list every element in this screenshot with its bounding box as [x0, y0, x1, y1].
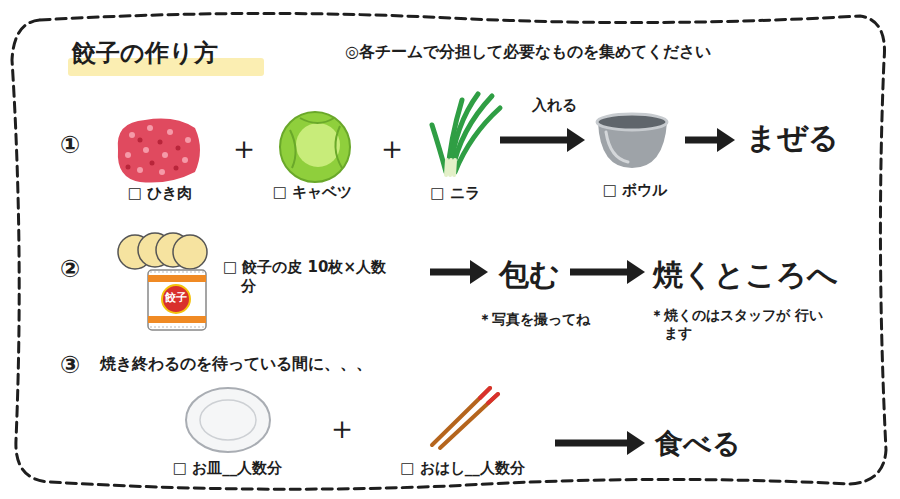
- arrow-head: [627, 431, 645, 455]
- plus-sign: ＋: [228, 128, 260, 170]
- bowl-icon: [606, 132, 628, 162]
- item-text: 焼くところへ: [653, 256, 838, 294]
- minced-meat-icon: [118, 119, 200, 183]
- cabbage-icon: [290, 118, 342, 168]
- arrow-shaft: [555, 440, 629, 447]
- minced-meat-icon: [185, 137, 191, 143]
- step-number: ③: [60, 350, 80, 381]
- action-word: 包む: [488, 253, 570, 297]
- action-word: まぜる: [735, 116, 850, 160]
- dumpling-wrapper-icon: [173, 235, 207, 269]
- item-text: □ ボウル: [603, 181, 667, 200]
- minced-meat-icon: [162, 152, 168, 158]
- flow-arrow: [500, 128, 585, 152]
- minced-meat-icon: [182, 157, 188, 163]
- plate-icon: [200, 400, 256, 440]
- dumpling-wrapper-icon: [162, 285, 190, 313]
- arrow-shaft: [685, 137, 719, 144]
- item-text: □ ニラ: [430, 184, 479, 203]
- chopsticks-icon: [488, 394, 498, 403]
- minced-meat-icon: [158, 140, 163, 145]
- step-heading: 焼き終わるのを待っている間に、、、: [100, 354, 372, 375]
- chive-icon: [432, 125, 446, 172]
- arrow-shaft: [430, 269, 472, 276]
- chopsticks-icon: [432, 388, 490, 445]
- plate-icon: [186, 388, 270, 452]
- item-text: □ おはし__人数分: [400, 459, 524, 478]
- chive-icon: [455, 108, 500, 172]
- chopsticks-icon: [480, 388, 490, 398]
- dumpling-wrapper-icon: [148, 275, 206, 282]
- minced-meat-icon: [138, 138, 143, 143]
- plus-sign: ＋: [376, 128, 408, 170]
- bowl-icon: [597, 114, 667, 168]
- minced-meat-icon: [137, 167, 143, 173]
- item-text: □ キャベツ: [273, 183, 352, 202]
- minced-meat-icon: [147, 125, 153, 131]
- item-text: まぜる: [746, 119, 839, 157]
- instruction-note: ◎各チームで分担して必要なものを集めてください: [345, 42, 711, 63]
- dumpling-wrapper-icon: [148, 270, 206, 330]
- item-text: 包む: [499, 256, 560, 294]
- ingredient-item: □ キャベツ: [255, 112, 370, 204]
- flow-arrow: [555, 431, 645, 455]
- chopsticks-icon: [440, 394, 498, 448]
- ingredient-item: □ 餃子の皮 10枚×人数分: [115, 228, 430, 333]
- item-text: □ お皿__人数分: [173, 459, 282, 478]
- flow-arrow: [570, 260, 645, 284]
- minced-meat-icon: [174, 166, 179, 171]
- flow-arrow: [430, 260, 488, 284]
- step-number: ①: [60, 130, 80, 161]
- arrow-head: [627, 260, 645, 284]
- minced-meat-icon: [126, 165, 131, 170]
- dashed-frame: [12, 13, 886, 489]
- minced-meat-icon: [125, 152, 131, 158]
- ingredient-item: □ ニラ: [410, 90, 500, 205]
- plus-sign: ＋: [326, 408, 358, 450]
- arrow-head: [470, 260, 488, 284]
- bowl-icon: [597, 114, 667, 130]
- plate-icon: [186, 388, 270, 452]
- minced-meat-icon: [176, 146, 181, 151]
- chopsticks-icon: [432, 388, 498, 448]
- minced-meat-icon: [150, 161, 155, 166]
- dumpling-wrapper-icon: [118, 233, 207, 330]
- item-text: □ ひき肉: [128, 184, 192, 203]
- edge-label: 入れる: [530, 96, 579, 116]
- tableware-item: □ お皿__人数分: [140, 380, 315, 480]
- cabbage-icon: [296, 123, 340, 167]
- arrow-head: [717, 128, 735, 152]
- item-text: □ 餃子の皮 10枚×人数分: [223, 258, 391, 296]
- minced-meat-icon: [143, 147, 149, 153]
- chive-icon: [432, 94, 500, 175]
- minced-meat-icon: [118, 119, 200, 183]
- minced-meat-icon: [129, 132, 135, 138]
- package-text: 餃子: [164, 291, 188, 305]
- note: ＊写真を撮ってね: [478, 310, 590, 328]
- minced-meat-icon: [167, 129, 173, 135]
- item-text: 食べる: [655, 426, 741, 461]
- arrow-shaft: [570, 269, 629, 276]
- dumpling-wrapper-icon: [150, 272, 204, 327]
- arrow-shaft: [500, 137, 569, 144]
- tableware-item: □ おはし__人数分: [370, 380, 555, 480]
- dumpling-wrapper-icon: [148, 316, 206, 323]
- ingredient-item: □ ひき肉: [105, 115, 215, 205]
- cabbage-icon: [280, 112, 350, 182]
- step-number: ②: [60, 254, 80, 285]
- action-word: 食べる: [645, 422, 750, 464]
- minced-meat-icon: [159, 169, 165, 175]
- title: 餃子の作り方: [72, 38, 218, 69]
- chive-icon: [446, 160, 455, 175]
- cabbage-icon: [280, 112, 350, 182]
- flow-arrow: [685, 128, 735, 152]
- note: ＊焼くのはスタッフが 行います: [650, 306, 824, 342]
- arrow-head: [567, 128, 585, 152]
- tool-item: □ ボウル: [585, 112, 685, 202]
- action-word: 焼くところへ: [645, 253, 845, 297]
